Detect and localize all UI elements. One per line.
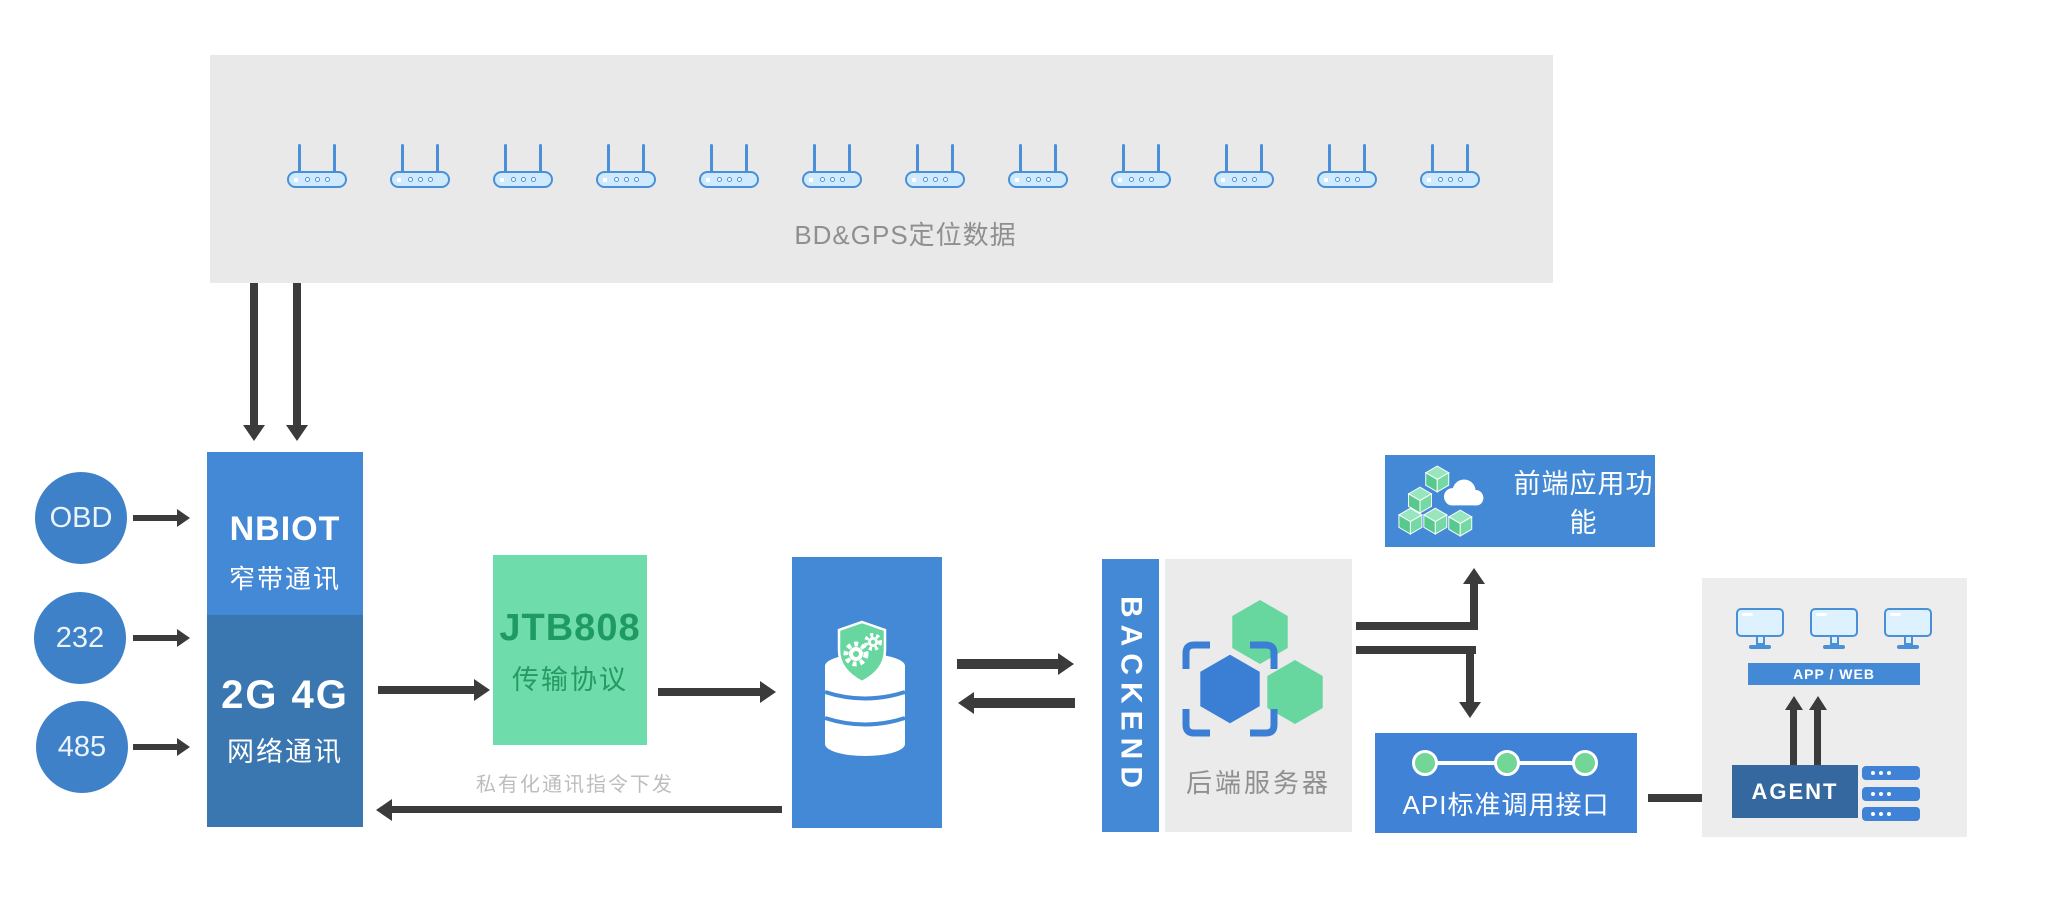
wireless-router-icon — [905, 144, 965, 188]
server-rack-icon — [1862, 807, 1920, 821]
monitor-icon — [1736, 608, 1784, 652]
server-rack-icon — [1862, 787, 1920, 801]
gps-panel-caption: BD&GPS定位数据 — [794, 220, 1017, 250]
wireless-router-icon — [1214, 144, 1274, 188]
monitor-icon — [1884, 608, 1932, 652]
app-web-bar: APP / WEB — [1748, 663, 1920, 685]
protocol-box: JTB808 传输协议 — [493, 555, 647, 745]
port-label: 485 — [57, 730, 107, 763]
cellular-section: 2G 4G 网络通讯 — [207, 615, 363, 827]
wireless-router-icon — [699, 144, 759, 188]
arrow-backend-to-api — [1466, 646, 1474, 702]
arrow-protocol-to-platform — [658, 688, 760, 696]
nbiot-subtitle: 窄带通讯 — [228, 564, 341, 594]
port-label: OBD — [49, 501, 113, 534]
arrow-backend-to-frontend — [1470, 584, 1478, 630]
protocol-title: JTB808 — [499, 607, 641, 649]
wireless-router-icon — [1317, 144, 1377, 188]
server-rack-icon — [1862, 766, 1920, 780]
wireless-router-icon — [1008, 144, 1068, 188]
arrow-platform-to-backend — [957, 659, 1058, 669]
arrow-backend-to-frontend-segment — [1356, 622, 1478, 630]
arrow-platform-to-gateway-downlink — [392, 806, 782, 813]
frontend-box: 前端应用功能 — [1385, 455, 1655, 547]
wireless-router-icon — [802, 144, 862, 188]
backend-server-box: 后端服务器 — [1165, 559, 1352, 832]
monitor-icon — [1810, 608, 1858, 652]
wireless-router-icon — [1111, 144, 1171, 188]
port-label: 232 — [55, 621, 105, 654]
port-circle-485: 485 — [36, 701, 128, 793]
downlink-label: 私有化通讯指令下发 — [476, 774, 674, 796]
gps-devices-panel: BD&GPS定位数据 — [210, 55, 1553, 283]
wireless-router-icon — [287, 144, 347, 188]
hexagon-cluster-icon — [1182, 600, 1323, 737]
api-node-icon — [1572, 750, 1598, 776]
api-node-icon — [1412, 750, 1438, 776]
cellular-subtitle: 网络通讯 — [227, 737, 343, 767]
arrow-gps-to-gateway-2 — [293, 283, 301, 425]
arrow-obd-to-gateway — [133, 515, 177, 521]
cubes-cloud-icon — [1397, 464, 1484, 537]
backend-vertical-banner: BACKEND — [1102, 559, 1159, 832]
platform-box — [792, 557, 942, 828]
arrow-232-to-gateway — [133, 635, 177, 641]
wireless-router-icon — [596, 144, 656, 188]
cellular-title: 2G 4G — [221, 673, 349, 717]
api-box: API标准调用接口 — [1375, 733, 1637, 833]
port-circle-232: 232 — [34, 592, 126, 684]
wireless-router-icon — [493, 144, 553, 188]
backend-caption: 后端服务器 — [1185, 768, 1331, 798]
arrow-agent-to-appweb-1 — [1790, 710, 1797, 765]
wireless-router-icon — [1420, 144, 1480, 188]
arrow-gps-to-gateway-1 — [250, 283, 258, 425]
arrow-agent-to-appweb-2 — [1814, 710, 1821, 765]
port-circle-obd: OBD — [35, 472, 127, 564]
gateway-box: NBIOT 窄带通讯 2G 4G 网络通讯 — [207, 452, 363, 827]
wireless-router-icon — [390, 144, 450, 188]
nbiot-title: NBIOT — [229, 510, 341, 548]
arrow-gateway-to-protocol — [378, 686, 474, 694]
client-panel: APP / WEB AGENT — [1702, 578, 1967, 837]
database-shield-icon — [824, 620, 906, 756]
arrow-backend-to-api-segment — [1356, 646, 1476, 654]
arrow-backend-to-platform — [974, 698, 1075, 708]
api-node-icon — [1494, 750, 1520, 776]
api-label: API标准调用接口 — [1402, 790, 1610, 820]
agent-box: AGENT — [1732, 765, 1858, 818]
arrow-api-to-client — [1648, 794, 1704, 802]
frontend-label: 前端应用功能 — [1513, 469, 1654, 538]
protocol-subtitle: 传输协议 — [512, 665, 628, 695]
arrow-485-to-gateway — [133, 744, 177, 750]
nbiot-section: NBIOT 窄带通讯 — [207, 452, 363, 615]
